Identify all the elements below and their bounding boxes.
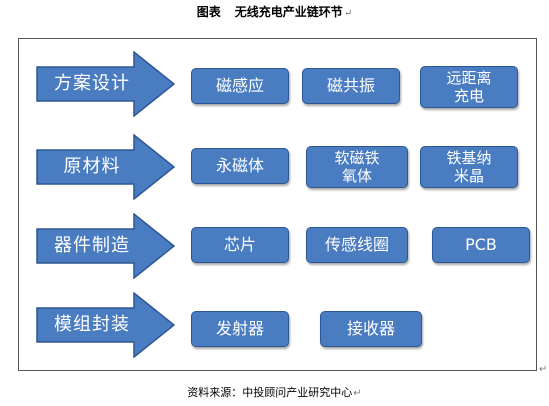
- source-text: 资料来源：中投顾问产业研究中心: [187, 386, 353, 399]
- diagram-frame: [18, 38, 537, 371]
- stage-arrow-packaging: 模组封装: [36, 292, 176, 358]
- figure-title: 图表无线充电产业链环节↵: [0, 3, 549, 20]
- item-box: 接收器: [320, 311, 422, 347]
- item-box: 传感线圈: [306, 227, 408, 263]
- stage-label: 方案设计: [54, 73, 130, 94]
- item-box: PCB: [432, 227, 530, 263]
- arrow-shape-icon: [36, 134, 176, 200]
- arrow-shape-icon: [36, 51, 176, 117]
- item-box: 软磁铁氧体: [306, 146, 408, 188]
- stage-arrow-materials: 原材料: [36, 134, 176, 200]
- stage-label: 器件制造: [54, 235, 130, 256]
- stage-arrow-manufacturing: 器件制造: [36, 213, 176, 279]
- arrow-shape-icon: [36, 292, 176, 358]
- figure-title-text: 无线充电产业链环节: [234, 5, 343, 19]
- stage-label: 模组封装: [54, 314, 130, 335]
- item-box: 芯片: [191, 227, 289, 263]
- stage-label: 原材料: [63, 156, 121, 177]
- item-box: 磁感应: [191, 68, 289, 104]
- stage-arrow-design: 方案设计: [36, 51, 176, 117]
- paragraph-mark-icon: ↵: [539, 364, 548, 375]
- item-box: 铁基纳米晶: [420, 146, 518, 188]
- paragraph-mark-icon: ↵: [353, 388, 362, 399]
- item-box: 永磁体: [191, 148, 289, 184]
- item-box: 磁共振: [302, 68, 400, 104]
- figure-title-label: 图表: [196, 5, 221, 19]
- arrow-shape-icon: [36, 213, 176, 279]
- source-note: 资料来源：中投顾问产业研究中心↵: [0, 384, 549, 400]
- paragraph-mark-icon: ↵: [343, 8, 353, 19]
- item-box: 发射器: [191, 311, 289, 347]
- item-box: 远距离充电: [420, 66, 518, 108]
